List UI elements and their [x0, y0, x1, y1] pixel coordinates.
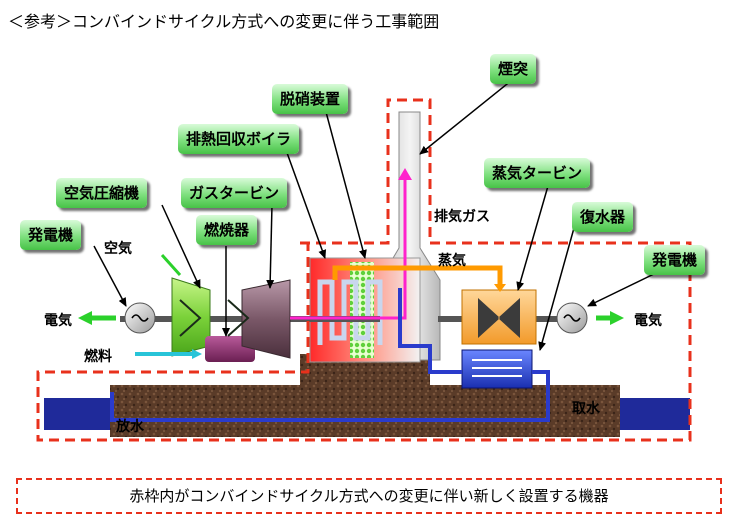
label-denox: 脱硝装置 — [272, 84, 349, 114]
boiler-coils — [317, 279, 383, 345]
air-intake-arrow — [160, 253, 182, 277]
blade-marks — [179, 299, 250, 337]
new-equipment-frame — [36, 98, 692, 442]
annotation-electricity-left: 電気 — [44, 313, 72, 329]
label-generator-left: 発電機 — [20, 220, 82, 250]
ground — [110, 385, 620, 437]
annotation-steam: 蒸気 — [438, 253, 466, 269]
annotation-electricity-right: 電気 — [634, 313, 662, 329]
gas-turbine — [241, 279, 291, 359]
annotation-discharge: 放水 — [116, 419, 144, 435]
label-combustor: 燃焼器 — [196, 215, 258, 245]
leader-lines — [93, 71, 659, 351]
exhaust-flow-line — [290, 172, 407, 320]
legend-note: 赤枠内がコンバインドサイクル方式への変更に伴い新しく設置する機器 — [16, 478, 722, 514]
page-title: ＜参考＞コンバインドサイクル方式への変更に伴う工事範囲 — [8, 12, 440, 31]
air-compressor — [171, 277, 211, 357]
label-generator-right: 発電機 — [644, 245, 706, 275]
annotation-air: 空気 — [104, 241, 132, 257]
label-steam-turbine: 蒸気タービン — [484, 158, 591, 188]
annotation-intake: 取水 — [572, 401, 600, 417]
annotation-exhaust-gas: 排気ガス — [434, 209, 490, 225]
label-gas-turbine: ガスタービン — [181, 178, 288, 208]
label-hrsg: 排熱回収ボイラ — [178, 124, 300, 154]
steam-turbine — [461, 289, 537, 345]
label-stack: 煙突 — [490, 54, 537, 84]
cooling-water-line — [110, 370, 550, 422]
feedwater-line — [398, 288, 462, 374]
label-air-compressor: 空気圧縮機 — [56, 178, 148, 208]
label-condenser: 復水器 — [572, 202, 634, 232]
steam-flow-line — [332, 265, 503, 288]
annotation-fuel: 燃料 — [84, 349, 112, 365]
